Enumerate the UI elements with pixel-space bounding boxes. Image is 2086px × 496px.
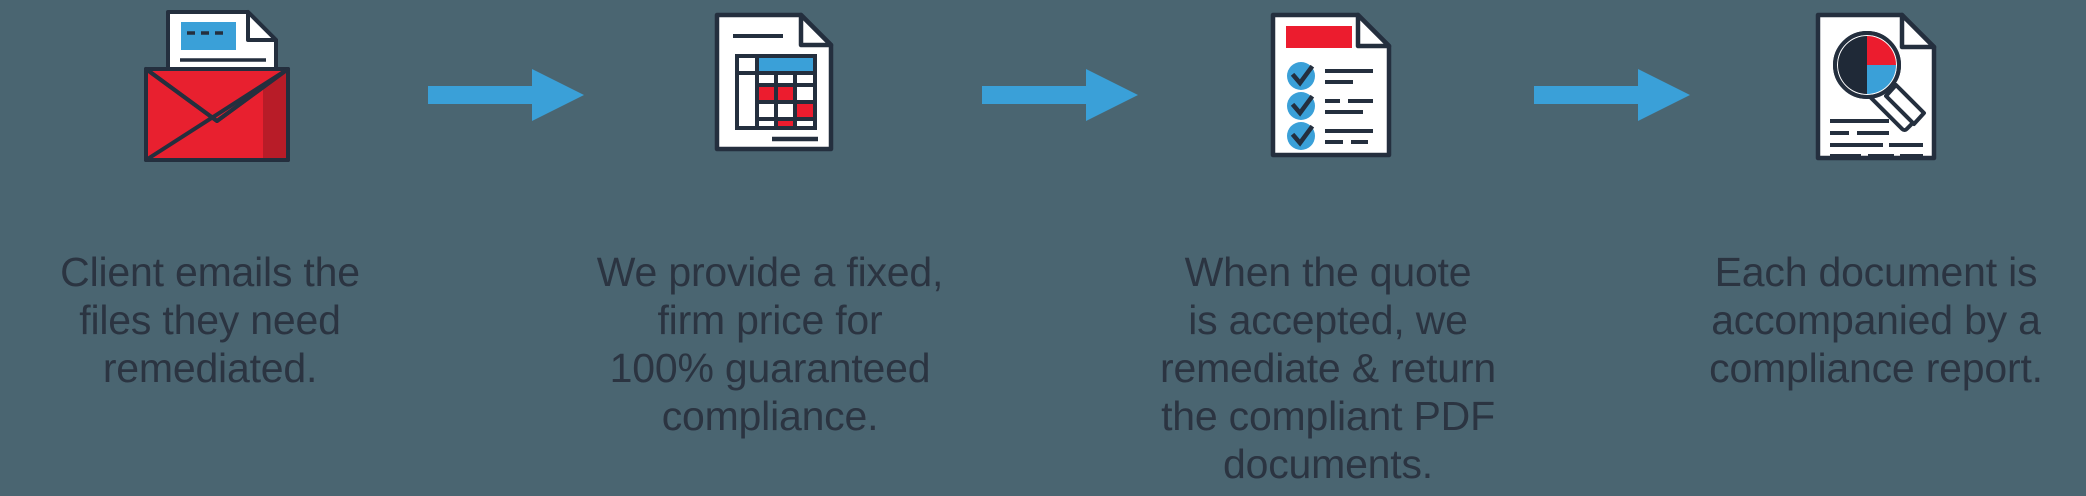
process-step-1: Client emails the files they need remedi… (0, 0, 420, 496)
right-arrow-icon (982, 69, 1138, 121)
spreadsheet-doc-svg (714, 12, 834, 152)
document-with-pie-chart-magnifier-icon (1666, 8, 2086, 168)
email-envelope-with-letter-icon (0, 8, 420, 168)
arrow-step-2-to-3 (982, 69, 1138, 121)
arrow-step-1-to-2 (428, 69, 584, 121)
step-3-caption: When the quote is accepted, we remediate… (1160, 249, 1496, 487)
step-4-caption: Each document is accompanied by a compli… (1709, 249, 2043, 391)
step-1-caption: Client emails the files they need remedi… (60, 249, 360, 391)
process-step-4: Each document is accompanied by a compli… (1666, 0, 2086, 496)
document-with-checklist-icon (1118, 8, 1538, 168)
envelope-svg (144, 10, 290, 162)
step-2-caption: We provide a fixed, firm price for 100% … (596, 249, 944, 439)
checklist-doc-svg (1270, 12, 1392, 158)
right-arrow-icon (428, 69, 584, 121)
document-with-spreadsheet-icon (560, 8, 980, 168)
pie-magnifier-doc-svg (1815, 12, 1937, 161)
process-step-2: We provide a fixed, firm price for 100% … (560, 0, 980, 496)
right-arrow-icon (1534, 69, 1690, 121)
arrow-step-3-to-4 (1534, 69, 1690, 121)
process-step-3: When the quote is accepted, we remediate… (1118, 0, 1538, 496)
